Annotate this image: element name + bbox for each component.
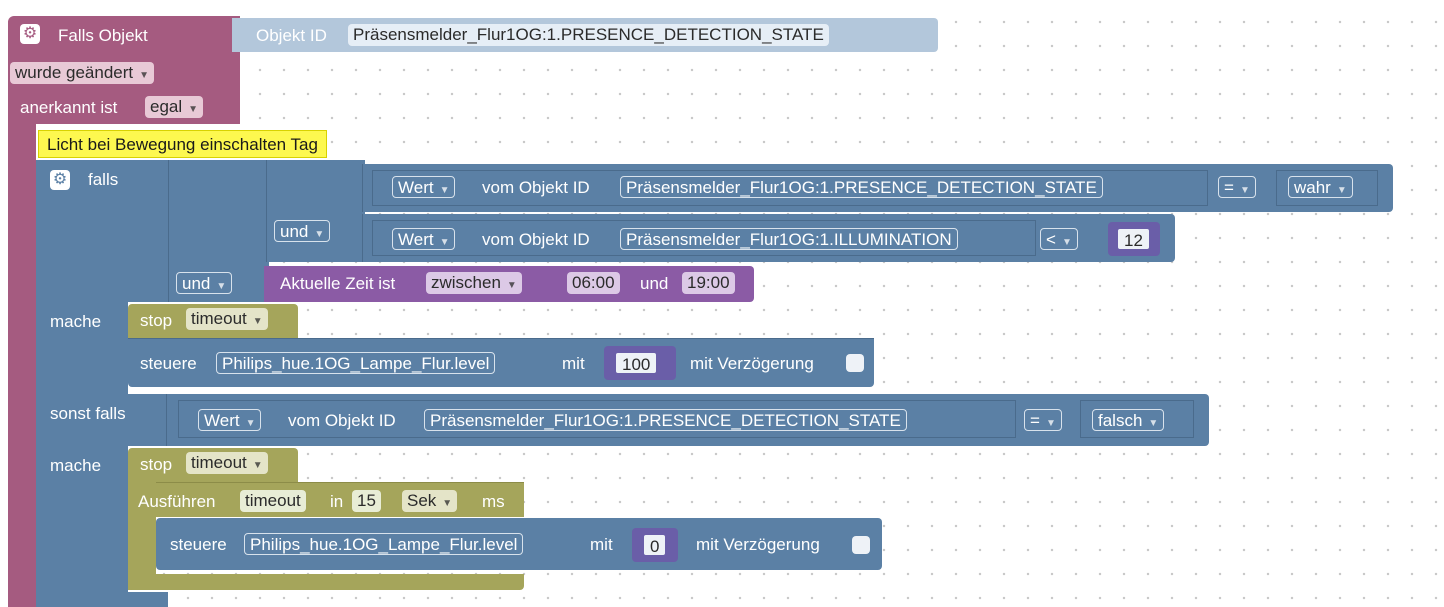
stop-timeout-dropdown-2-value: timeout — [191, 453, 247, 472]
mache-label-1: mache — [50, 312, 102, 331]
control-label-2: steuere — [170, 535, 227, 554]
chevron-down-icon: ▼ — [139, 70, 150, 81]
operator-dropdown-2[interactable]: <▼ — [1040, 228, 1078, 250]
time-and-label: und — [640, 274, 669, 293]
chevron-down-icon: ▼ — [188, 104, 199, 115]
chevron-down-icon: ▼ — [506, 280, 517, 291]
stop-label-2: stop — [140, 455, 173, 474]
value-dropdown-2[interactable]: Wert ▼ — [392, 228, 456, 250]
bool-dropdown-1-value: wahr — [1294, 178, 1331, 197]
chevron-down-icon: ▼ — [439, 185, 450, 196]
exec-name-field[interactable]: timeout — [240, 490, 306, 512]
value-dropdown-1-value: Wert — [398, 178, 434, 197]
and-dropdown-1-value: und — [280, 222, 309, 241]
chevron-down-icon: ▼ — [1148, 418, 1159, 429]
time-label: Aktuelle Zeit ist — [280, 274, 396, 293]
operator-dropdown-3[interactable]: =▼ — [1024, 409, 1062, 431]
object-id-field-3[interactable]: Präsensmelder_Flur1OG:1.PRESENCE_DETECTI… — [424, 409, 907, 431]
exec-ms-label: ms — [482, 492, 505, 511]
delay-checkbox-1[interactable] — [846, 354, 864, 372]
of-object-label-2: vom Objekt ID — [482, 230, 590, 249]
exec-label: Ausführen — [138, 492, 216, 511]
stop-label-1: stop — [140, 311, 173, 330]
operator-dropdown-3-value: = — [1030, 411, 1040, 430]
control-with-label-2: mit — [590, 535, 613, 554]
chevron-down-icon: ▼ — [439, 237, 450, 248]
time-from-field[interactable]: 06:00 — [567, 272, 620, 294]
exec-in-label: in — [330, 492, 344, 511]
of-object-label-3: vom Objekt ID — [288, 411, 396, 430]
exec-unit-dropdown-value: Sek — [407, 491, 437, 510]
value-dropdown-3-value: Wert — [204, 411, 240, 430]
bool-dropdown-3[interactable]: falsch ▼ — [1092, 409, 1165, 431]
if-block-spine — [36, 160, 128, 607]
number-field-2[interactable]: 12 — [1116, 227, 1151, 251]
if-block-footer — [36, 592, 168, 607]
delay-checkbox-2[interactable] — [852, 536, 870, 554]
chevron-down-icon: ▼ — [314, 229, 325, 240]
delay-label-1: mit Verzögerung — [690, 354, 814, 373]
trigger-title: Falls Objekt — [58, 26, 148, 45]
chevron-down-icon: ▼ — [1239, 185, 1250, 196]
object-id-field-2[interactable]: Präsensmelder_Flur1OG:1.ILLUMINATION — [620, 228, 958, 250]
and-block-inner[interactable] — [266, 160, 365, 262]
ack-dropdown-value: egal — [150, 97, 183, 116]
chevron-down-icon: ▼ — [245, 418, 256, 429]
changed-dropdown-value: wurde geändert — [15, 63, 134, 82]
number-field-c1[interactable]: 100 — [614, 351, 659, 375]
object-id-field-1[interactable]: Präsensmelder_Flur1OG:1.PRESENCE_DETECTI… — [620, 176, 1103, 198]
operator-dropdown-2-value: < — [1046, 230, 1056, 249]
stop-timeout-dropdown-1-value: timeout — [191, 309, 247, 328]
and-dropdown-2-value: und — [182, 274, 211, 293]
exec-unit-dropdown[interactable]: Sek ▼ — [402, 490, 458, 512]
time-to-field[interactable]: 19:00 — [682, 272, 735, 294]
trigger-object-id-value[interactable]: Präsensmelder_Flur1OG:1.PRESENCE_DETECTI… — [348, 24, 829, 46]
value-dropdown-1[interactable]: Wert ▼ — [392, 176, 456, 198]
bool-dropdown-1[interactable]: wahr ▼ — [1288, 176, 1353, 198]
chevron-down-icon: ▼ — [252, 316, 263, 327]
chevron-down-icon: ▼ — [252, 460, 263, 471]
gear-icon[interactable]: ⚙ — [20, 24, 40, 44]
bool-dropdown-3-value: falsch — [1098, 411, 1143, 430]
exec-block[interactable] — [128, 482, 524, 517]
operator-dropdown-1[interactable]: =▼ — [1218, 176, 1256, 198]
and-dropdown-1[interactable]: und ▼ — [274, 220, 331, 242]
exec-block-spine — [128, 482, 156, 590]
block-comment[interactable]: Licht bei Bewegung einschalten Tag — [38, 130, 327, 158]
stop-timeout-dropdown-1[interactable]: timeout ▼ — [186, 308, 268, 330]
elseif-label: sonst falls — [50, 404, 126, 423]
control-target-field-2[interactable]: Philips_hue.1OG_Lampe_Flur.level — [244, 533, 524, 555]
control-target-field-1[interactable]: Philips_hue.1OG_Lampe_Flur.level — [216, 352, 496, 374]
delay-label-2: mit Verzögerung — [696, 535, 820, 554]
ack-dropdown[interactable]: egal ▼ — [145, 96, 204, 118]
object-id-label: Objekt ID — [256, 26, 327, 45]
operator-dropdown-1-value: = — [1224, 178, 1234, 197]
chevron-down-icon: ▼ — [1045, 418, 1056, 429]
exec-value-field[interactable]: 15 — [352, 490, 381, 512]
trigger-block-spine — [8, 120, 36, 607]
and-dropdown-2[interactable]: und ▼ — [176, 272, 233, 294]
gear-icon[interactable]: ⚙ — [50, 170, 70, 190]
control-with-label-1: mit — [562, 354, 585, 373]
value-dropdown-3[interactable]: Wert ▼ — [198, 409, 262, 431]
chevron-down-icon: ▼ — [1061, 237, 1072, 248]
exec-block-footer — [128, 574, 524, 590]
of-object-label-1: vom Objekt ID — [482, 178, 590, 197]
ack-label: anerkannt ist — [20, 98, 118, 117]
chevron-down-icon: ▼ — [1336, 185, 1347, 196]
control-label-1: steuere — [140, 354, 197, 373]
time-mode-dropdown-value: zwischen — [431, 273, 501, 292]
falls-label: falls — [88, 170, 119, 189]
time-mode-dropdown[interactable]: zwischen ▼ — [426, 272, 522, 294]
number-field-c2[interactable]: 0 — [642, 533, 668, 557]
if-else-row — [36, 394, 168, 446]
value-dropdown-2-value: Wert — [398, 230, 434, 249]
chevron-down-icon: ▼ — [216, 281, 227, 292]
stop-timeout-dropdown-2[interactable]: timeout ▼ — [186, 452, 268, 474]
changed-dropdown[interactable]: wurde geändert ▼ — [10, 62, 155, 84]
mache-label-2: mache — [50, 456, 102, 475]
chevron-down-icon: ▼ — [442, 498, 453, 509]
